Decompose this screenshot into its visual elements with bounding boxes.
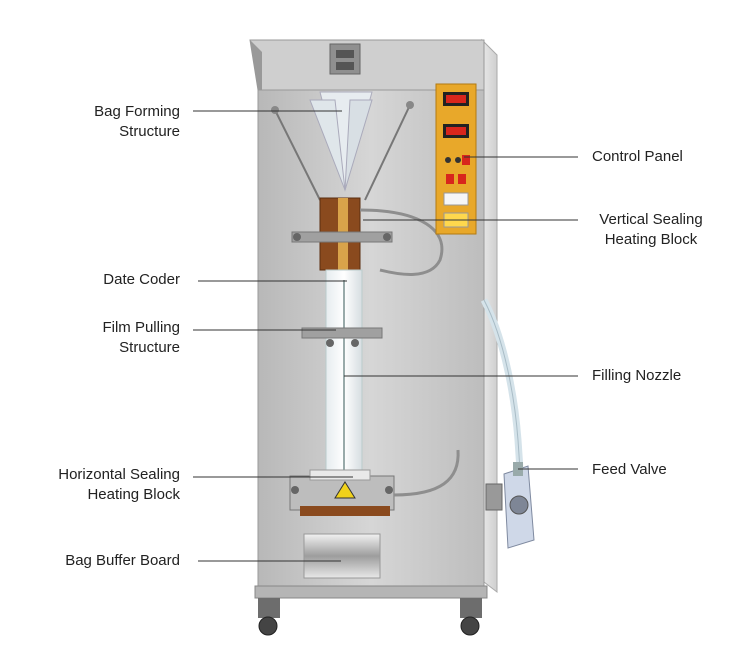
- top-bracket: [329, 43, 361, 75]
- label-line: Bag Forming: [94, 103, 180, 120]
- machine-base: [254, 585, 488, 599]
- caster-left: [258, 616, 278, 636]
- label-line: Filling Nozzle: [592, 367, 682, 384]
- label-line: Film Pulling: [102, 319, 180, 336]
- film-pulling-bar: [301, 327, 383, 339]
- label-date-coder: Date Coder: [103, 270, 180, 290]
- label-vertical-sealing-heating-block: Vertical Sealing Heating Block: [588, 210, 714, 250]
- label-line: Date Coder: [103, 271, 180, 288]
- label-line: Feed Valve: [592, 461, 667, 478]
- label-line: Heating Block: [87, 486, 180, 503]
- label-line: Horizontal Sealing: [58, 466, 180, 483]
- label-bag-forming-structure: Bag Forming Structure: [94, 102, 180, 142]
- label-line: Heating Block: [604, 231, 698, 248]
- label-feed-valve: Feed Valve: [592, 460, 667, 480]
- label-bag-buffer-board: Bag Buffer Board: [65, 551, 180, 571]
- upper-crossbar: [291, 231, 393, 243]
- caster-right: [460, 616, 480, 636]
- bag-buffer-board: [303, 533, 381, 579]
- label-line: Vertical Sealing: [599, 211, 703, 228]
- leader-lines: [193, 110, 578, 562]
- label-line: Structure: [119, 339, 180, 356]
- label-film-pulling-structure: Film Pulling Structure: [102, 318, 180, 358]
- label-line: Bag Buffer Board: [65, 552, 180, 569]
- machine-top-hood: [249, 39, 485, 91]
- label-horizontal-sealing-heating-block: Horizontal Sealing Heating Block: [58, 465, 180, 505]
- label-control-panel: Control Panel: [592, 147, 683, 167]
- label-line: Structure: [119, 123, 180, 140]
- label-filling-nozzle: Filling Nozzle: [592, 366, 681, 386]
- label-line: Control Panel: [592, 148, 683, 165]
